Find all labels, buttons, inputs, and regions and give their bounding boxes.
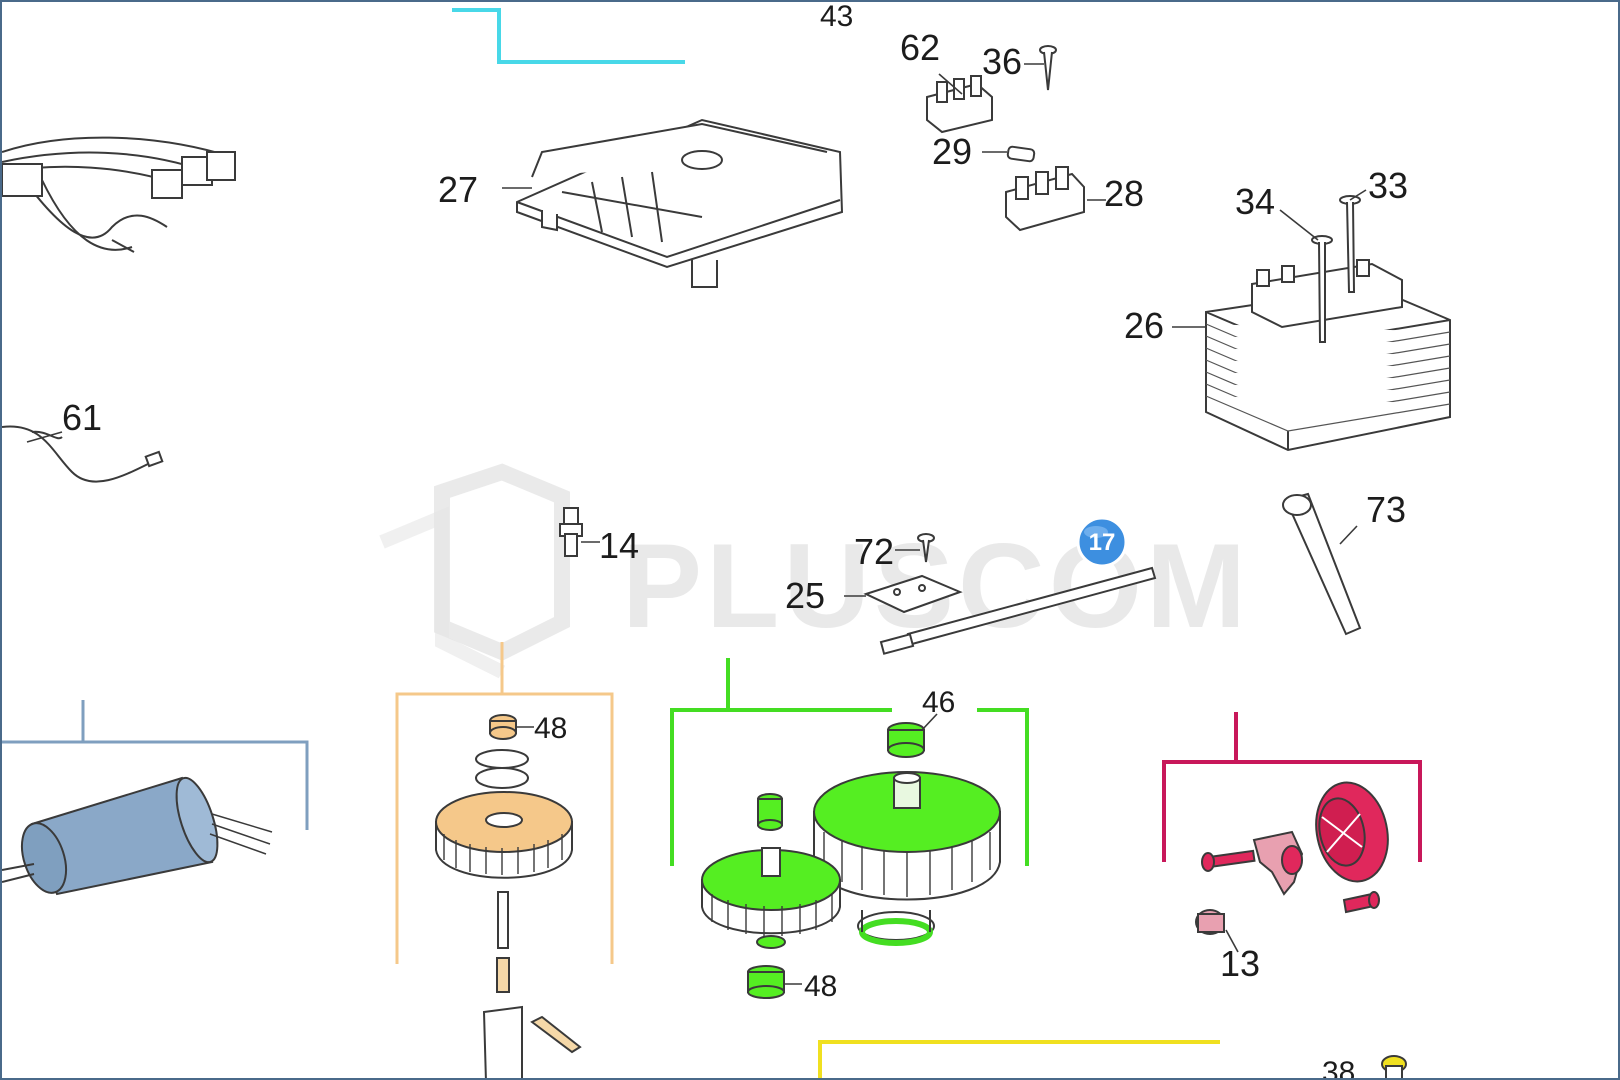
cable-61	[2, 425, 164, 483]
leader-lines	[26, 63, 1367, 985]
bushing-green-small	[757, 793, 783, 831]
label-43: 43	[820, 2, 853, 33]
label-73: 73	[1366, 489, 1406, 530]
group-bracket-magenta	[1162, 712, 1422, 862]
label-61: 61	[62, 397, 102, 438]
group-bracket-yellow	[818, 1040, 1220, 1078]
gear-green-large	[813, 771, 1001, 901]
label-33: 33	[1368, 165, 1408, 206]
group-bracket-cyan	[452, 8, 685, 64]
group-bracket-tan	[395, 642, 614, 964]
label-13: 13	[1220, 943, 1260, 984]
label-29: 29	[932, 131, 972, 172]
watermark-logo-icon	[434, 463, 570, 661]
fuse-29	[1006, 145, 1036, 163]
screw-72	[917, 533, 935, 563]
shaft-17	[879, 566, 1157, 655]
terminal-block-62	[926, 75, 993, 134]
label-72: 72	[854, 531, 894, 572]
gear-tan	[435, 791, 573, 879]
lever-73	[1282, 492, 1362, 636]
label-25: 25	[785, 575, 825, 616]
group-bracket-steelblue	[2, 700, 309, 830]
label-62: 62	[900, 27, 940, 68]
group-bracket-green	[670, 658, 1029, 866]
wiring-harness	[2, 136, 236, 253]
pin-14	[559, 507, 583, 557]
bushing-48-bottom	[747, 965, 785, 999]
transformer-26	[1205, 259, 1451, 452]
knob-13	[1195, 909, 1225, 935]
plate-25	[863, 574, 963, 614]
label-27: 27	[438, 169, 478, 210]
part-labels: 43 62 36 27 29 28 34 33 26 61 14 72 25 7…	[62, 2, 1408, 1080]
screw-36	[1039, 45, 1057, 91]
ring-green	[857, 910, 935, 946]
gear-green-small	[701, 847, 841, 949]
bushing-46	[887, 722, 925, 758]
label-14: 14	[599, 525, 639, 566]
label-38: 38	[1322, 1056, 1355, 1080]
bushing-48-top	[489, 714, 517, 740]
bolt-magenta-left	[1201, 849, 1256, 872]
hotspot-17[interactable]: 17	[1076, 516, 1128, 568]
hotspot-17-label: 17	[1089, 529, 1116, 556]
part-38	[1381, 1055, 1407, 1078]
control-board-27	[516, 118, 844, 288]
watermark: PLUSCOM	[379, 463, 1246, 679]
motor	[2, 776, 273, 896]
bracket-magenta	[1252, 830, 1304, 896]
label-26: 26	[1124, 305, 1164, 346]
rod-33	[1339, 195, 1361, 293]
label-48-bottom: 48	[804, 970, 837, 1003]
label-34: 34	[1235, 181, 1275, 222]
label-36: 36	[982, 41, 1022, 82]
wheel-magenta	[1315, 781, 1389, 883]
washer-tan	[475, 749, 529, 789]
screw-magenta-right	[1342, 891, 1380, 914]
terminal-block-28	[1005, 166, 1085, 232]
shaft-tan	[482, 891, 582, 1078]
label-46: 46	[922, 686, 955, 719]
label-28: 28	[1104, 173, 1144, 214]
rod-34	[1311, 235, 1333, 343]
label-48-top: 48	[534, 712, 567, 745]
